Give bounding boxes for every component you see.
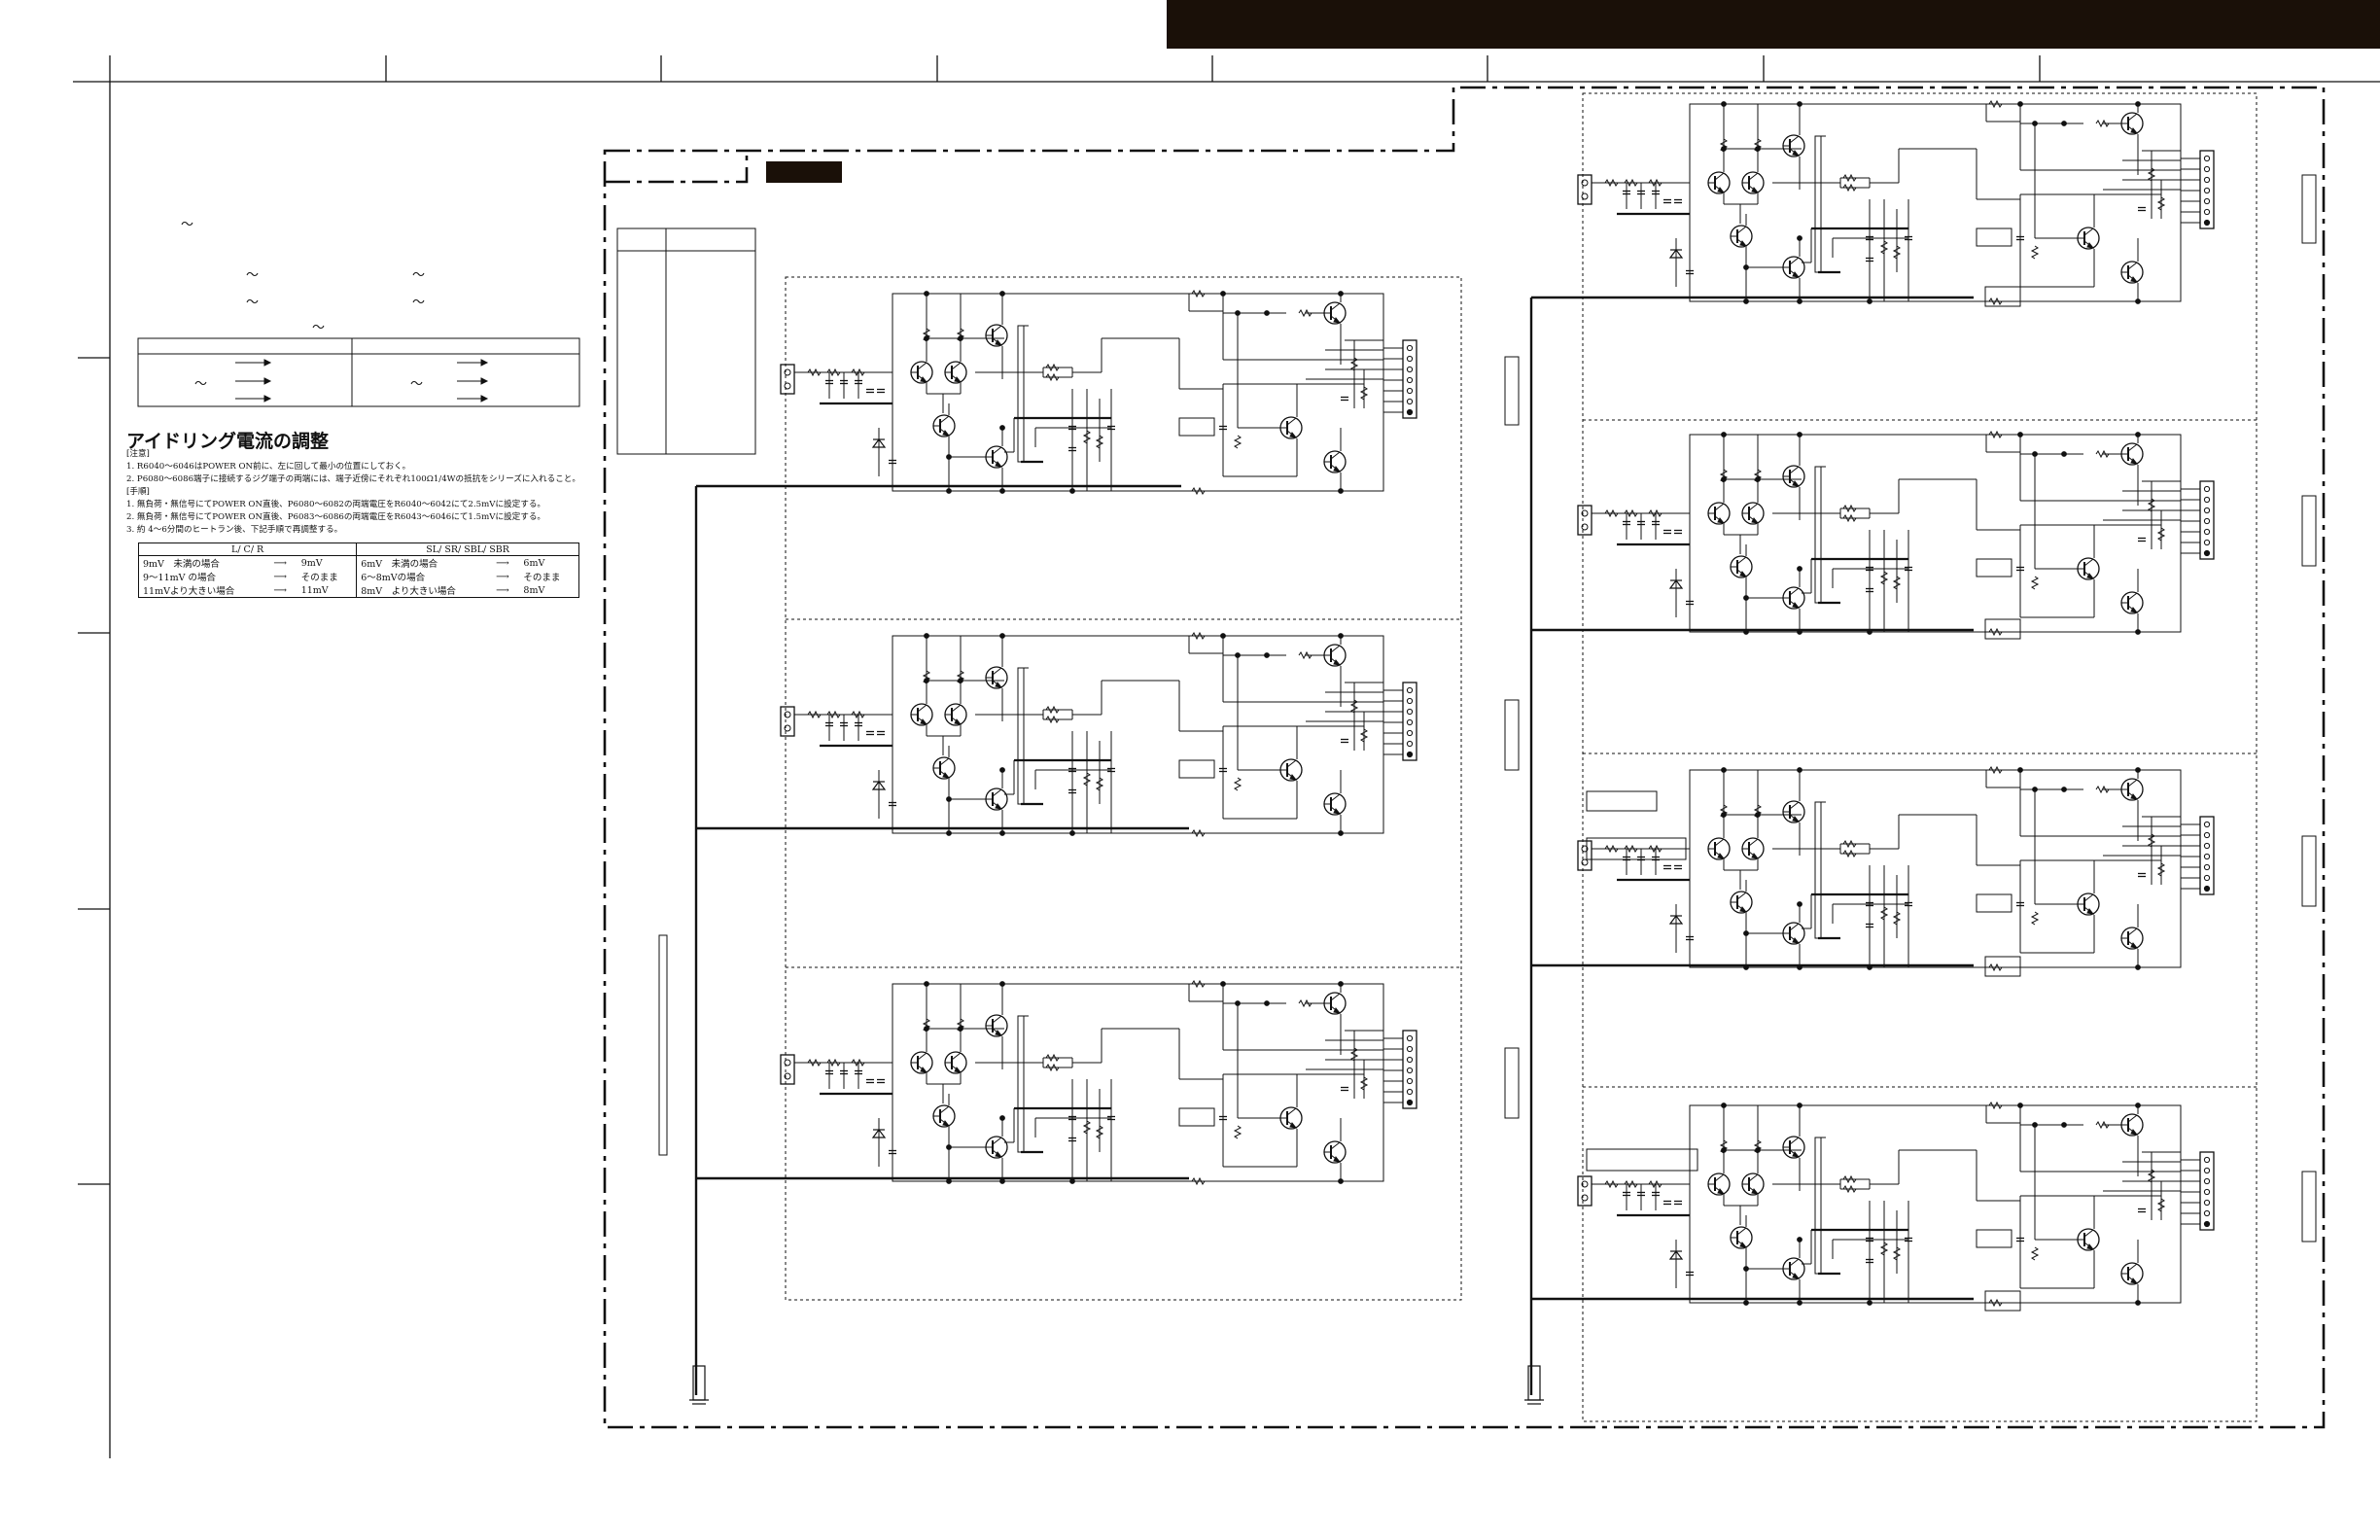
cell: 8mV より大きい場合 (356, 583, 493, 598)
arrow-icon: ⟶ (273, 557, 287, 569)
tilde-mark: ～ (412, 296, 426, 310)
tilde-mark: ～ (412, 268, 426, 283)
cell: 11mV (297, 583, 358, 598)
caution-header: [注意] (126, 449, 150, 459)
idle-current-table: L/ C/ R SL/ SR/ SBL/ SBR 9mV 未満の場合 ⟶ 9mV… (137, 542, 580, 598)
tilde-mark: ～ (246, 268, 260, 283)
cell: そのまま (519, 570, 580, 583)
tilde-mark: ～ (312, 321, 326, 335)
arrow-icon: ⟶ (496, 557, 509, 569)
table-row: 9mV 未満の場合 ⟶ 9mV 6mV 未満の場合 ⟶ 6mV (138, 555, 580, 570)
procedure-line-1: 1. 無負荷・無信号にてPOWER ON直後、P6080～6082の両端電圧をR… (126, 500, 546, 509)
col-header-surround: SL/ SR/ SBL/ SBR (356, 542, 579, 556)
cell: 8mV (519, 583, 580, 598)
caution-line-1: 1. R6040～6046はPOWER ON前に、左に回して最小の位置にしておく… (126, 462, 411, 472)
cell: そのまま (297, 570, 358, 583)
adjustment-title: アイドリング電流の調整 (126, 431, 330, 452)
arrow-icon: ⟶ (492, 583, 520, 598)
cell: 6mV (519, 555, 580, 570)
arrow-icon: ⟶ (273, 571, 287, 582)
header-banner (1167, 0, 2380, 49)
cell: 6mV 未満の場合 (356, 555, 493, 570)
arrow-icon: ⟶ (496, 571, 509, 582)
table-row: 11mVより大きい場合 ⟶ 11mV 8mV より大きい場合 ⟶ 8mV (138, 583, 580, 598)
procedure-line-3: 3. 約 4～6分間のヒートラン後、下記手順で再調整する。 (126, 525, 343, 535)
cell: 6～8mVの場合 (356, 570, 493, 583)
cell: 9mV 未満の場合 (138, 555, 270, 570)
tilde-mark: ～ (246, 296, 260, 310)
arrow-icon: ⟶ (269, 583, 298, 598)
procedure-line-2: 2. 無負荷・無信号にてPOWER ON直後、P6083～6086の両端電圧をR… (126, 512, 546, 522)
cell: 9mV (297, 555, 358, 570)
table-row: 9～11mV の場合 ⟶ そのまま 6～8mVの場合 ⟶ そのまま (138, 570, 580, 583)
procedure-header: [手順] (126, 487, 150, 497)
caution-line-2: 2. P6080～6086端子に接続するジグ端子の両端には、端子近傍にそれぞれ1… (126, 474, 580, 484)
col-header-lcr: L/ C/ R (137, 542, 358, 556)
cell: 11mVより大きい場合 (138, 583, 270, 598)
table-tilde: ～ (194, 377, 208, 392)
tilde-mark: ～ (181, 218, 194, 232)
cell: 9～11mV の場合 (138, 570, 270, 583)
table-tilde: ～ (410, 377, 424, 392)
